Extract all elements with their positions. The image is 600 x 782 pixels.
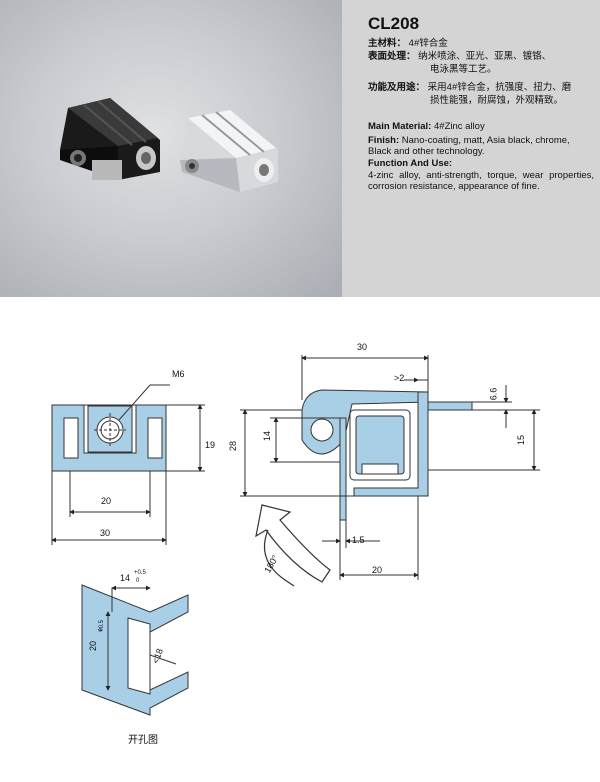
hinge-photos	[60, 98, 278, 192]
cn-material-label: 主材料：	[368, 38, 407, 49]
model-number: CL208	[368, 14, 420, 33]
cn-function-row: 功能及用途： 采用4#锌合金，抗强度、扭力、磨	[368, 82, 571, 94]
cutout-caption: 开孔图	[128, 735, 158, 746]
en-finish-value: Nano-coating, matt, Asia black, chrome, …	[368, 135, 570, 157]
en-material-value: 4#Zinc alloy	[434, 121, 485, 132]
front-view	[51, 384, 205, 545]
technical-drawing: M6 19 20 30 30 >2 6.6 28 14 15 1.5 20 18…	[0, 297, 600, 777]
label-cut-20-tol-lower: 0	[98, 628, 105, 632]
spec-panel: CL208 主材料： 4#锌合金 表面处理： 纳米喷涂、亚光、亚黑、镀铬、 电泳…	[342, 0, 600, 297]
label-side-14: 14	[262, 430, 273, 442]
cn-function-label: 功能及用途：	[368, 82, 426, 93]
label-cut-14-tol-upper: +0.5	[134, 570, 146, 576]
en-function-value: 4-zinc alloy, anti-strength, torque, wea…	[368, 170, 594, 192]
cn-function-value-2: 损性能强，耐腐蚀，外观精致。	[430, 95, 564, 106]
en-finish: Finish: Nano-coating, matt, Asia black, …	[368, 135, 594, 157]
label-m6: M6	[172, 369, 185, 379]
cn-finish-row: 表面处理： 纳米喷涂、亚光、亚黑、镀铬、	[368, 51, 551, 63]
cutout-view	[81, 584, 189, 716]
cn-finish-label: 表面处理：	[368, 51, 416, 62]
label-front-19: 19	[205, 440, 216, 450]
black-hinge-image	[60, 98, 160, 180]
label-front-20: 20	[101, 496, 112, 506]
label-cut-14: 14	[120, 573, 131, 583]
en-material-label: Main Material:	[368, 121, 432, 132]
en-function-label: Function And Use:	[368, 158, 453, 169]
cn-finish-value-2: 电泳黑等工艺。	[430, 64, 497, 75]
label-side-6-6: 6.6	[488, 387, 499, 401]
label-side-15: 15	[516, 434, 527, 446]
drawing-svg	[51, 355, 540, 716]
cn-function-value-1: 采用4#锌合金，抗强度、扭力、磨	[427, 82, 572, 93]
cn-material-value: 4#锌合金	[408, 38, 448, 49]
cn-material-row: 主材料： 4#锌合金	[368, 38, 448, 50]
label-cut-20: 20	[88, 640, 99, 652]
en-finish-label: Finish:	[368, 135, 400, 146]
side-view	[240, 355, 540, 580]
chrome-hinge-image	[180, 110, 278, 192]
label-side-20: 20	[372, 565, 383, 575]
label-side-2: >2	[394, 373, 405, 383]
label-cut-14-tol-lower: 0	[136, 578, 140, 584]
cn-finish-value-1: 纳米喷涂、亚光、亚黑、镀铬、	[418, 51, 552, 62]
product-photo	[0, 0, 342, 297]
label-side-28: 28	[228, 440, 239, 452]
rotation-arrow	[255, 504, 331, 587]
label-side-1-5: 1.5	[352, 535, 365, 545]
en-material: Main Material: 4#Zinc alloy	[368, 121, 594, 132]
label-front-30: 30	[100, 528, 111, 538]
label-side-30: 30	[357, 342, 368, 352]
